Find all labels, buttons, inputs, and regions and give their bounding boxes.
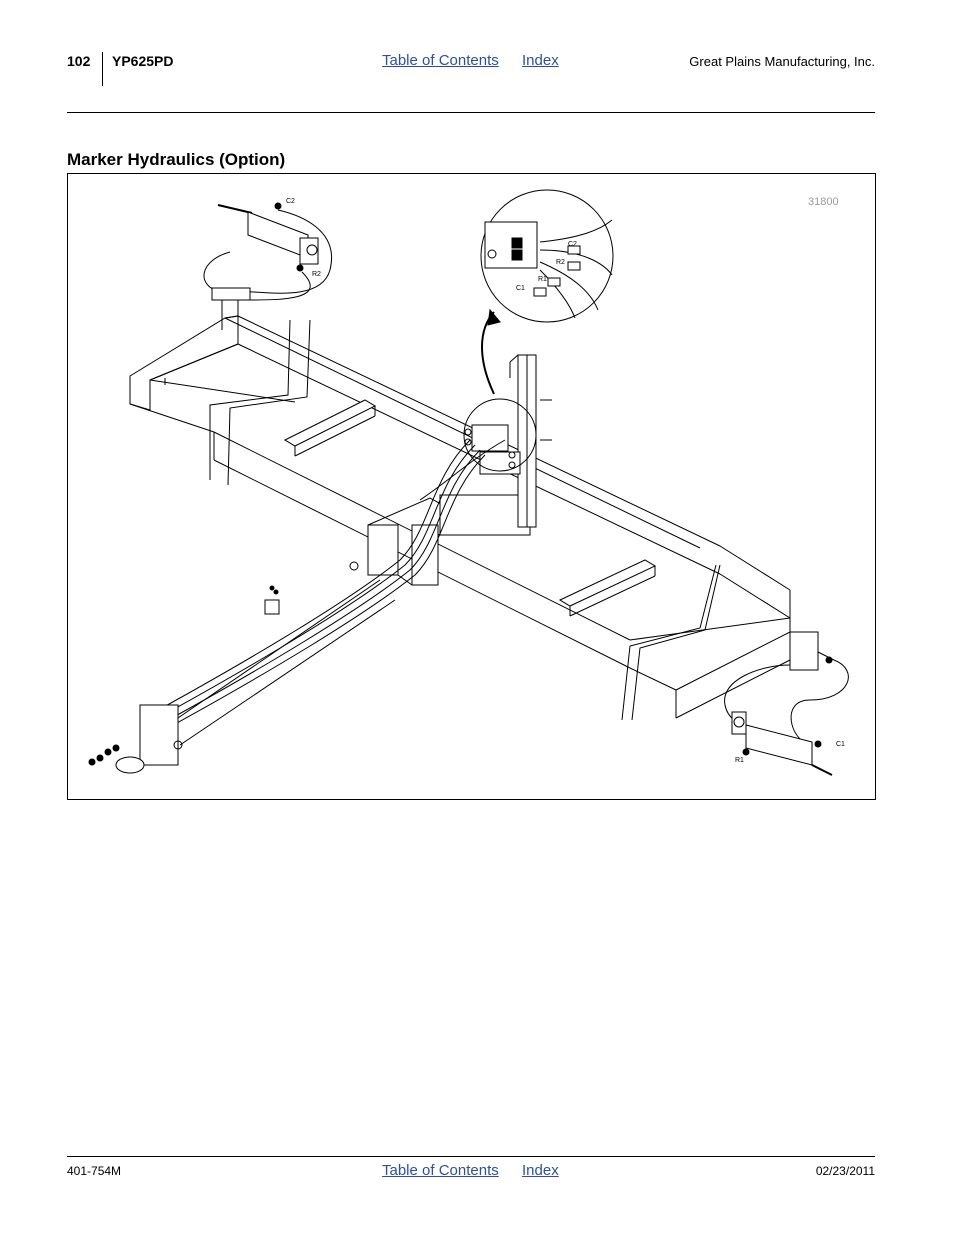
vertical-mast <box>509 354 552 528</box>
tongue-beam <box>174 561 396 746</box>
frame-left-section <box>129 315 296 433</box>
footer-index-link[interactable]: Index <box>522 1162 559 1179</box>
header-rule <box>67 112 875 113</box>
figure-id: 31800 <box>808 196 839 208</box>
company-name: Great Plains Manufacturing, Inc. <box>689 54 875 69</box>
break-lines <box>209 319 721 721</box>
top-left-end-bracket <box>211 287 251 330</box>
marker-hydraulics-diagram: C2 R2 C2 R2 R1 C1 C1 R1 <box>88 189 849 776</box>
callout-c2-top: C2 <box>286 198 295 205</box>
hydraulic-hoses <box>139 439 506 736</box>
header-divider <box>102 52 103 86</box>
top-marker-cylinder <box>203 202 333 301</box>
valve-assembly <box>464 424 521 475</box>
hose-clamp <box>264 585 280 615</box>
header-index-link[interactable]: Index <box>522 52 559 69</box>
figure-frame <box>67 173 876 800</box>
footer-toc-link[interactable]: Table of Contents <box>382 1162 499 1179</box>
callout-c2-inset: C2 <box>568 241 577 248</box>
callout-r2-top: R2 <box>312 271 321 278</box>
right-end-bracket <box>789 631 835 671</box>
callout-r2-inset: R2 <box>556 259 565 266</box>
callout-r1-inset: R1 <box>538 276 547 283</box>
callout-r1-bottom: R1 <box>735 757 744 764</box>
document-number: 401-754M <box>67 1164 122 1178</box>
document-date: 02/23/2011 <box>815 1164 875 1178</box>
hitch-assembly <box>88 704 183 774</box>
header-toc-link[interactable]: Table of Contents <box>382 52 499 69</box>
page-number: 102 <box>67 53 91 69</box>
detail-callout <box>463 308 537 472</box>
footer-rule <box>67 1156 875 1157</box>
model-name: YP625PD <box>112 53 174 69</box>
center-bracket <box>367 494 531 586</box>
inset-detail <box>480 189 614 323</box>
cross-members <box>283 399 657 617</box>
bottom-marker-cylinder <box>724 659 849 776</box>
callout-c1-inset: C1 <box>516 285 525 292</box>
callout-c1-bottom: C1 <box>836 741 845 748</box>
section-title: Marker Hydraulics (Option) <box>67 150 286 169</box>
